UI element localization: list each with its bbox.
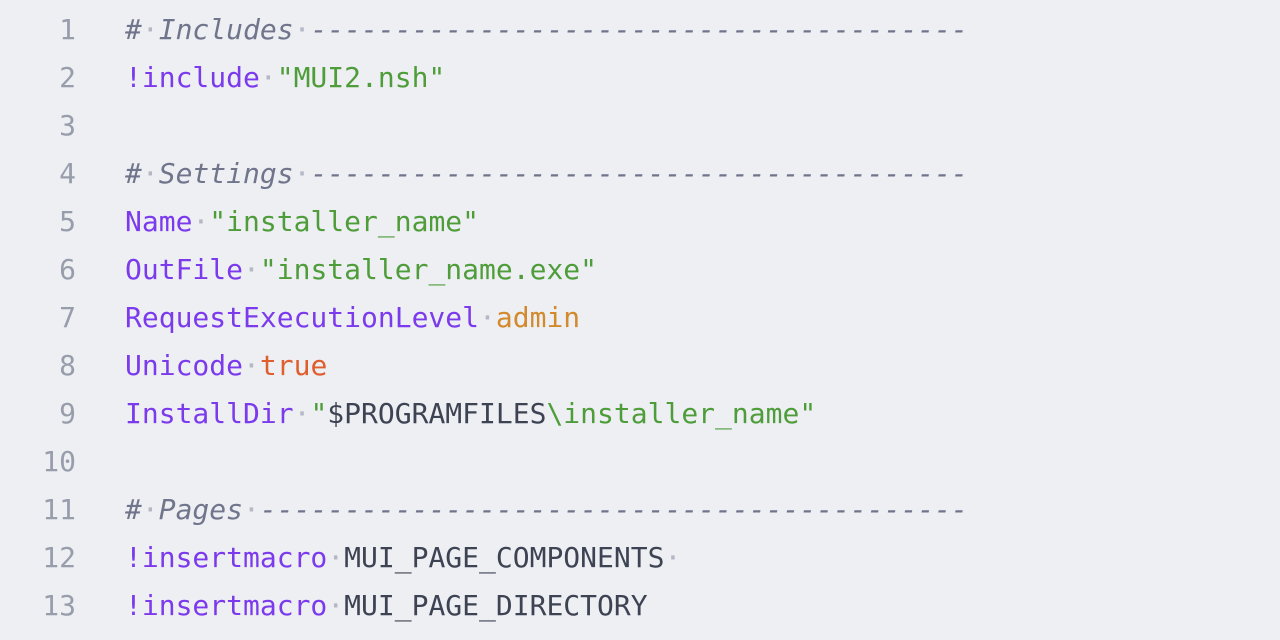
- token-ws: ·: [259, 61, 277, 94]
- code-text: InstallDir·"$PROGRAMFILES\installer_name…: [125, 390, 816, 438]
- token-comment: Includes: [158, 13, 294, 46]
- token-ws: ·: [327, 541, 345, 574]
- token-keyword: !insertmacro: [125, 589, 328, 622]
- token-string: \installer_name": [546, 397, 817, 430]
- token-ws: ·: [479, 301, 496, 334]
- code-line: 3: [0, 102, 1280, 150]
- line-number: 2: [59, 61, 76, 94]
- token-string: "MUI2.nsh": [276, 61, 446, 94]
- line-number: 5: [59, 205, 76, 238]
- line-number: 12: [42, 541, 76, 574]
- token-keyword: !insertmacro: [125, 637, 327, 640]
- code-line: 6 OutFile·"installer_name.exe": [0, 246, 1280, 294]
- code-text: #·Settings·-----------------------------…: [125, 150, 968, 198]
- code-text: RequestExecutionLevel·admin: [125, 294, 580, 342]
- code-line: 10: [0, 438, 1280, 486]
- token-keyword: Name: [125, 205, 193, 238]
- token-comment: ----------------------------------------…: [259, 493, 968, 526]
- line-number: 1: [59, 13, 76, 46]
- token-ws: ·: [293, 397, 311, 430]
- token-ident: $PROGRAMFILES: [327, 397, 547, 430]
- token-ident: MUI_PAGE_COMPONENTS: [344, 541, 665, 574]
- token-string: "installer_name.exe": [259, 253, 598, 286]
- code-text: #·Includes·-----------------------------…: [125, 6, 968, 54]
- line-number: 7: [59, 301, 76, 334]
- token-comment: #: [125, 157, 142, 190]
- token-comment: Pages: [158, 493, 244, 526]
- line-number: 8: [59, 349, 76, 382]
- code-line: 9 InstallDir·"$PROGRAMFILES\installer_nam…: [0, 390, 1280, 438]
- code-text: OutFile·"installer_name.exe": [125, 246, 597, 294]
- code-text: Name·"installer_name": [125, 198, 479, 246]
- token-comment: #: [125, 493, 142, 526]
- code-line: 11#·Pages·------------------------------…: [0, 486, 1280, 534]
- token-comment: ---------------------------------------: [310, 157, 968, 190]
- token-ws: ·: [243, 493, 260, 526]
- line-number: 6: [59, 253, 76, 286]
- code-text: Unicode·true: [125, 342, 327, 390]
- token-keyword: RequestExecutionLevel: [125, 301, 480, 334]
- code-line: 4#·Settings·----------------------------…: [0, 150, 1280, 198]
- token-keyword: Unicode: [125, 349, 244, 382]
- code-line: 13 !insertmacro·MUI_PAGE_DIRECTORY: [0, 582, 1280, 630]
- token-string: ": [310, 397, 328, 430]
- code-line: 7 RequestExecutionLevel·admin: [0, 294, 1280, 342]
- token-comment: ---------------------------------------: [310, 13, 968, 46]
- token-ws: ·: [141, 13, 159, 46]
- code-line: 2 !include·"MUI2.nsh": [0, 54, 1280, 102]
- line-number: 11: [42, 493, 76, 526]
- code-line: 5 Name·"installer_name": [0, 198, 1280, 246]
- code-line: 1#·Includes·----------------------------…: [0, 6, 1280, 54]
- code-line: 8 Unicode·true: [0, 342, 1280, 390]
- token-keyword: OutFile: [125, 253, 244, 286]
- token-ws: ·: [293, 157, 311, 190]
- token-ws: ·: [141, 157, 159, 190]
- line-number: 14: [0, 630, 76, 640]
- token-keyword: !insertmacro: [125, 541, 328, 574]
- token-orange: admin: [495, 301, 581, 334]
- line-number: 9: [59, 397, 76, 430]
- token-keyword: !include: [125, 61, 260, 94]
- token-ws: ·: [192, 205, 210, 238]
- token-ws: ·: [243, 253, 260, 286]
- token-string: "installer_name": [209, 205, 480, 238]
- token-ident: MUI_PAGE_DIRECTORY: [344, 589, 648, 622]
- token-ws: ·: [664, 541, 682, 574]
- line-number: 10: [42, 445, 76, 478]
- line-number: 3: [59, 109, 76, 142]
- line-number: 13: [42, 589, 76, 622]
- code-text: #·Pages·--------------------------------…: [125, 486, 968, 534]
- token-comment: #: [125, 13, 142, 46]
- code-text: !insertmacro: [125, 630, 327, 640]
- code-line: 14 !insertmacro: [0, 630, 1280, 640]
- code-line: 12!insertmacro·MUI_PAGE_COMPONENTS·: [0, 534, 1280, 582]
- code-text: !insertmacro·MUI_PAGE_DIRECTORY: [125, 582, 648, 630]
- line-number: 4: [59, 157, 76, 190]
- code-text: !insertmacro·MUI_PAGE_COMPONENTS·: [125, 534, 681, 582]
- token-red: true: [259, 349, 328, 382]
- code-text: !include·"MUI2.nsh": [125, 54, 445, 102]
- token-ws: ·: [327, 589, 345, 622]
- token-keyword: InstallDir: [125, 397, 294, 430]
- token-ws: ·: [243, 349, 260, 382]
- token-comment: Settings: [158, 157, 294, 190]
- token-ws: ·: [293, 13, 311, 46]
- token-ws: ·: [141, 493, 159, 526]
